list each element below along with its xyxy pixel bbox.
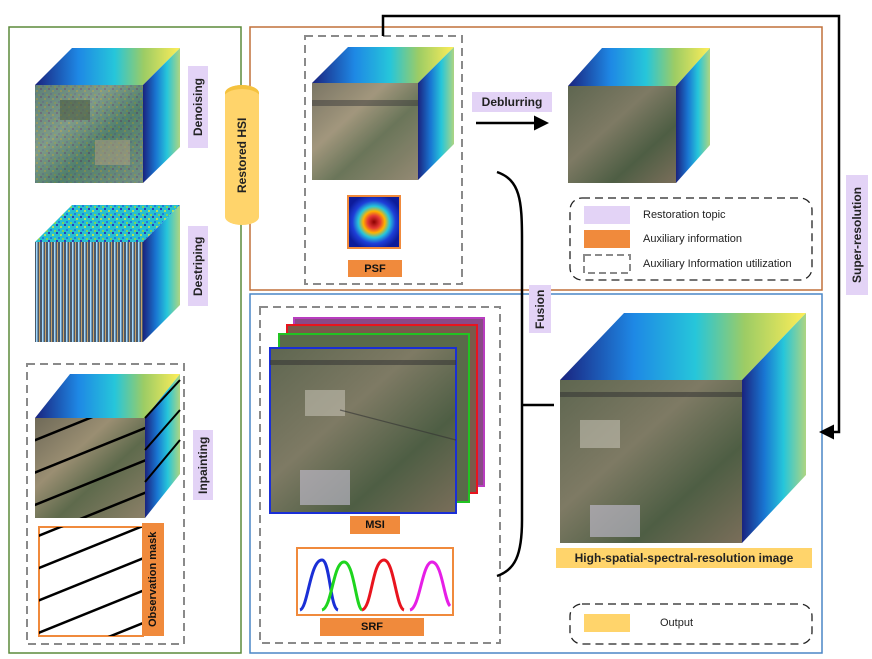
legend-output: Output xyxy=(660,617,694,629)
legend-swatch-utilization xyxy=(583,254,631,274)
legend-auxiliary-utilization: Auxiliary Information utilization xyxy=(643,258,792,270)
legend-swatch-topic xyxy=(584,206,630,224)
srf-label: SRF xyxy=(320,618,424,636)
observation-mask-label: Observation mask xyxy=(142,523,164,636)
deblurring-label: Deblurring xyxy=(472,92,552,112)
super-resolution-arrow xyxy=(381,14,841,440)
super-resolution-label: Super-resolution xyxy=(846,175,868,295)
legend-swatch-auxiliary xyxy=(584,230,630,248)
blurred-hsi-cube xyxy=(312,47,454,180)
restored-hsi-cylinder xyxy=(225,85,259,225)
fusion-label: Fusion xyxy=(529,285,551,333)
destriping-cube xyxy=(35,205,180,342)
msi-stack xyxy=(269,317,485,514)
fusion-auxiliary-box xyxy=(259,306,501,644)
output-legend-box xyxy=(569,603,813,645)
denoising-cube xyxy=(35,48,180,183)
output-hsi-cube xyxy=(560,313,806,543)
denoising-label: Denoising xyxy=(188,66,208,148)
observation-mask xyxy=(38,526,144,637)
legend-auxiliary-information: Auxiliary information xyxy=(643,233,743,245)
inpainting-cube xyxy=(35,374,181,518)
fusion-connector xyxy=(496,170,524,578)
inpainting-auxiliary-box xyxy=(26,363,185,645)
msi-label: MSI xyxy=(350,516,400,534)
legend-restoration-topic: Restoration topic xyxy=(643,209,726,221)
srf-curves xyxy=(296,547,454,616)
destriping-label: Destriping xyxy=(188,226,208,306)
deblurred-hsi-cube xyxy=(568,48,710,183)
restored-hsi-label: Restored HSI xyxy=(235,117,249,194)
legend-swatch-output xyxy=(584,614,630,632)
restoration-topics-panel xyxy=(8,26,242,654)
psf-label: PSF xyxy=(348,260,402,277)
psf-kernel xyxy=(347,195,401,249)
inpainting-label: Inpainting xyxy=(193,430,213,500)
output-image-label: High-spatial-spectral-resolution image xyxy=(556,548,812,568)
